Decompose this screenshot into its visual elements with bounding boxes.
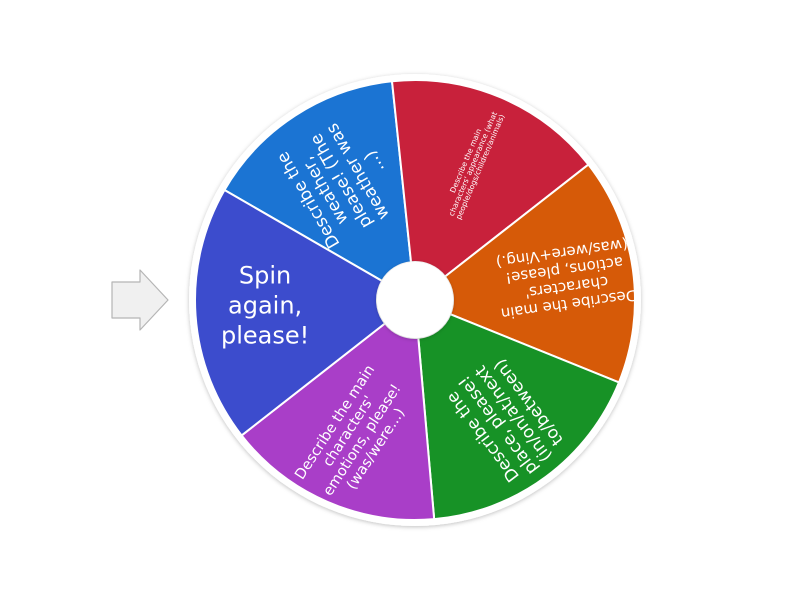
wheel-segment-weather <box>223 80 413 283</box>
arrow-right-icon <box>111 269 169 331</box>
wheel-segments <box>194 79 636 521</box>
wheel-hub <box>377 262 453 338</box>
